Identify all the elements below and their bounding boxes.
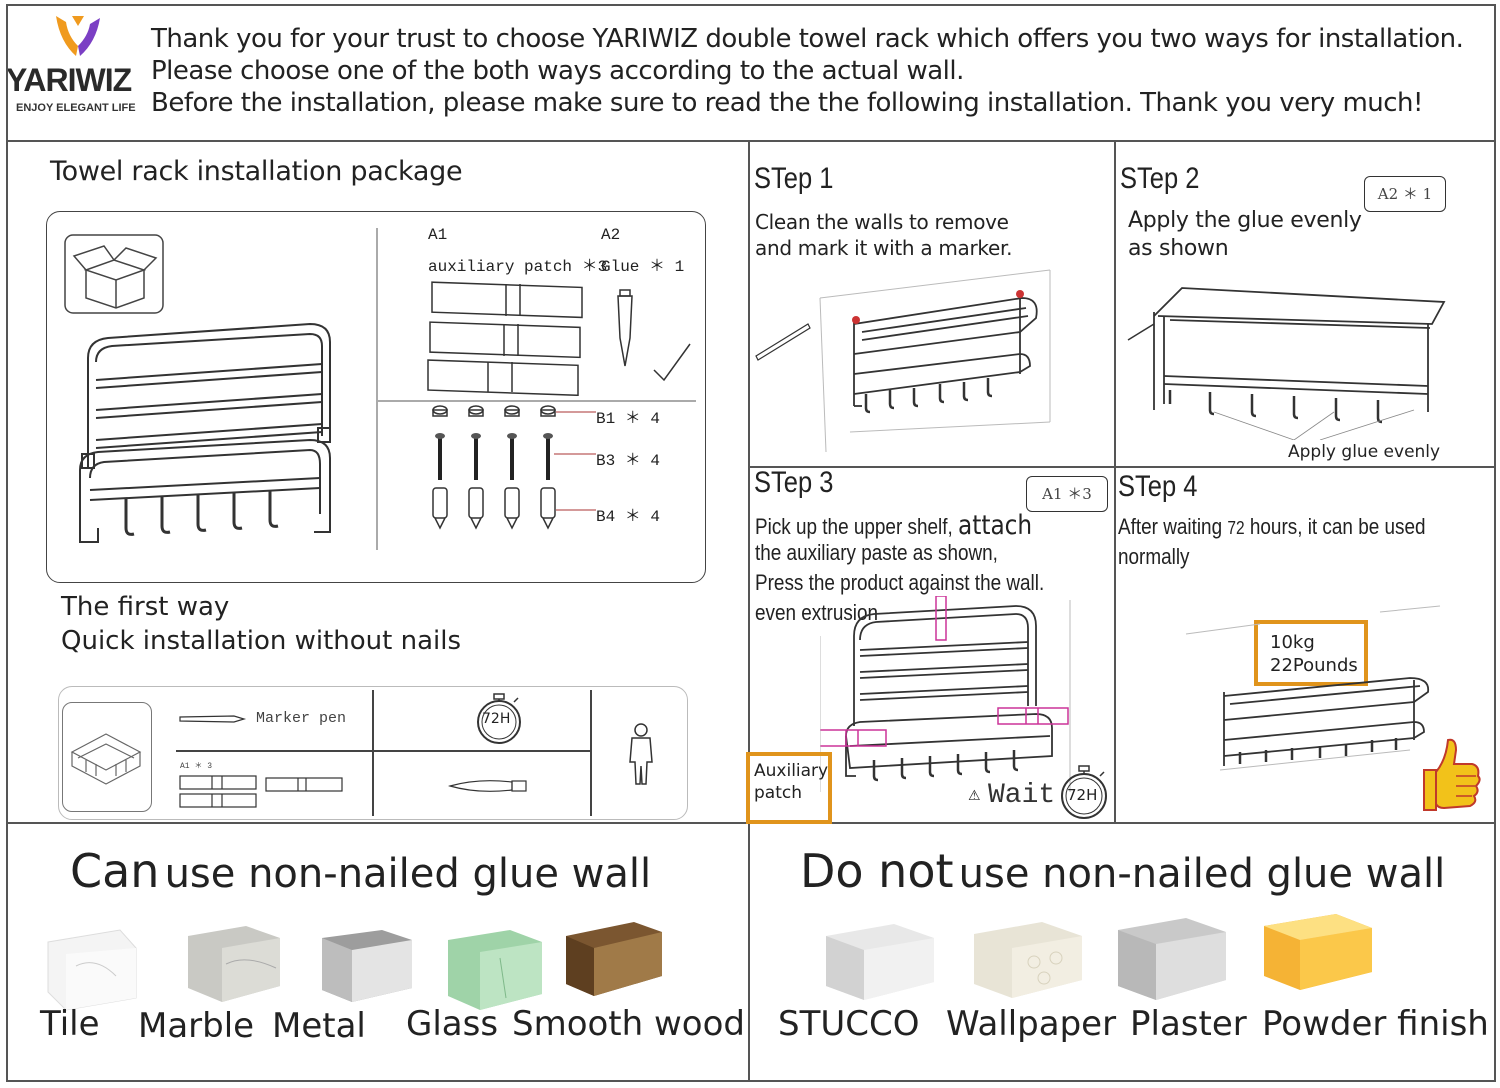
smooth-wood-sample-icon <box>566 922 662 996</box>
step-1-line1: Clean the walls to remove <box>755 210 1009 234</box>
step-2-line1: Apply the glue evenly <box>1128 208 1362 233</box>
a1-small-label: A1 ＊ 3 <box>180 762 213 771</box>
load-pounds: 22Pounds <box>1270 655 1358 676</box>
hardware-screws-icon <box>432 405 596 530</box>
metal-sample-icon <box>322 930 412 1002</box>
can-use-heading-strong: Can <box>70 844 160 898</box>
a1-code: A1 <box>428 226 448 244</box>
patch-strips-icon <box>179 775 343 808</box>
step-4-line1b: 72 <box>1227 518 1245 538</box>
step-4-illustration <box>1185 605 1441 771</box>
step-3-illustration <box>820 596 1071 792</box>
package-frame <box>46 211 706 583</box>
material-label-smooth-wood: Smooth wood <box>512 1004 745 1044</box>
a2-code: A2 <box>601 226 621 244</box>
step-1-title: STep 1 <box>754 162 834 195</box>
intro-line-3: Before the installation, please make sur… <box>151 88 1423 118</box>
step-4-line1c: hours, it can be used <box>1249 514 1426 539</box>
step-1-illustration <box>755 269 1051 453</box>
cannot-use-heading-rest: use non-nailed glue wall <box>958 851 1446 897</box>
glue-tube-icon <box>617 289 691 382</box>
tile-sample-icon <box>47 929 137 1011</box>
patch-callout-label: Auxiliary patch <box>754 761 829 803</box>
a1-label: auxiliary patch ＊3 <box>428 258 608 276</box>
intro-line-1: Thank you for your trust to choose YARIW… <box>151 24 1464 54</box>
step-2-illustration <box>1127 287 1446 440</box>
marker-pen-icon <box>179 715 247 723</box>
package-box-icon <box>64 234 164 314</box>
cannot-use-heading: Do not use non-nailed glue wall <box>800 844 1445 898</box>
marker-pen-label: Marker pen <box>256 710 347 727</box>
step-1-line2: and mark it with a marker. <box>755 236 1013 260</box>
step-4-line2: normally <box>1118 544 1190 569</box>
mounted-rack-thumb <box>62 702 152 812</box>
mounted-rack-icon <box>70 733 142 785</box>
material-label-wallpaper: Wallpaper <box>946 1004 1117 1044</box>
step-3-line1a: Pick up the upper shelf, <box>755 514 953 539</box>
load-kg: 10kg <box>1270 632 1315 653</box>
powder-finish-sample-icon <box>1264 914 1372 990</box>
intro-line-2: Please choose one of the both ways accor… <box>151 56 964 86</box>
towel-rack-illustration <box>79 322 331 543</box>
wait-label: Wait <box>988 780 1056 811</box>
material-label-stucco: STUCCO <box>778 1004 920 1044</box>
step-3-line1: Pick up the upper shelf, attach <box>755 510 1032 541</box>
b4-label: B4 ＊ 4 <box>596 508 661 526</box>
brand-logo-icon <box>56 16 100 56</box>
marble-sample-icon <box>188 926 280 1002</box>
material-label-powder-finish: Powder finish <box>1262 1004 1489 1044</box>
material-label-tile: Tile <box>40 1004 100 1044</box>
person-icon <box>629 723 653 785</box>
step-3-title: STep 3 <box>754 466 834 499</box>
wait-warning-icon: ⚠ <box>968 788 981 804</box>
step-4-line1: After waiting 72 hours, it can be used <box>1118 514 1426 540</box>
step-4-line1a: After waiting <box>1118 514 1223 539</box>
step-4-title: STep 4 <box>1118 470 1198 503</box>
step-3-line3: Press the product against the wall. <box>755 570 1045 595</box>
step-3-line1b: attach <box>958 510 1033 541</box>
step-3-badge: A1 ＊3 <box>1026 476 1108 512</box>
glass-sample-icon <box>448 930 542 1010</box>
material-label-plaster: Plaster <box>1130 1004 1247 1044</box>
cannot-use-heading-strong: Do not <box>800 844 954 898</box>
brand-tagline: ENJOY ELEGANT LIFE <box>16 102 136 114</box>
b3-label: B3 ＊ 4 <box>596 452 661 470</box>
a2-label: Glue ＊ 1 <box>601 258 685 276</box>
can-use-heading-rest: use non-nailed glue wall <box>164 851 652 897</box>
can-use-heading: Can use non-nailed glue wall <box>70 844 651 898</box>
brand-name: YARIWIZ <box>6 62 132 98</box>
step-2-title: STep 2 <box>1120 162 1200 195</box>
package-title: Towel rack installation package <box>50 156 463 187</box>
load-callout-box <box>1254 620 1368 686</box>
tools-strip <box>58 686 688 820</box>
first-way-subtitle: Quick installation without nails <box>61 626 462 656</box>
first-way-title: The first way <box>61 592 230 622</box>
glue-tube-small-icon <box>448 780 527 792</box>
step-3-line2: the auxiliary paste as shown, <box>755 540 998 565</box>
patch-callout-box <box>746 752 832 824</box>
auxiliary-patch-icon <box>427 281 583 396</box>
thumbs-up-icon <box>1423 738 1481 811</box>
b1-label: B1 ＊ 4 <box>596 410 661 428</box>
step-3-timer-label: 72H <box>1067 786 1098 804</box>
stucco-sample-icon <box>826 924 934 1000</box>
material-label-metal: Metal <box>272 1006 366 1046</box>
material-label-marble: Marble <box>138 1006 255 1046</box>
plaster-sample-icon <box>1118 918 1226 1000</box>
timer-label: 72H <box>482 711 511 727</box>
wallpaper-sample-icon <box>974 922 1082 998</box>
material-label-glass: Glass <box>406 1004 499 1044</box>
step-2-caption: Apply glue evenly <box>1288 442 1441 462</box>
step-2-line2: as shown <box>1128 236 1229 261</box>
step-2-badge: A2 ＊ 1 <box>1364 176 1446 212</box>
